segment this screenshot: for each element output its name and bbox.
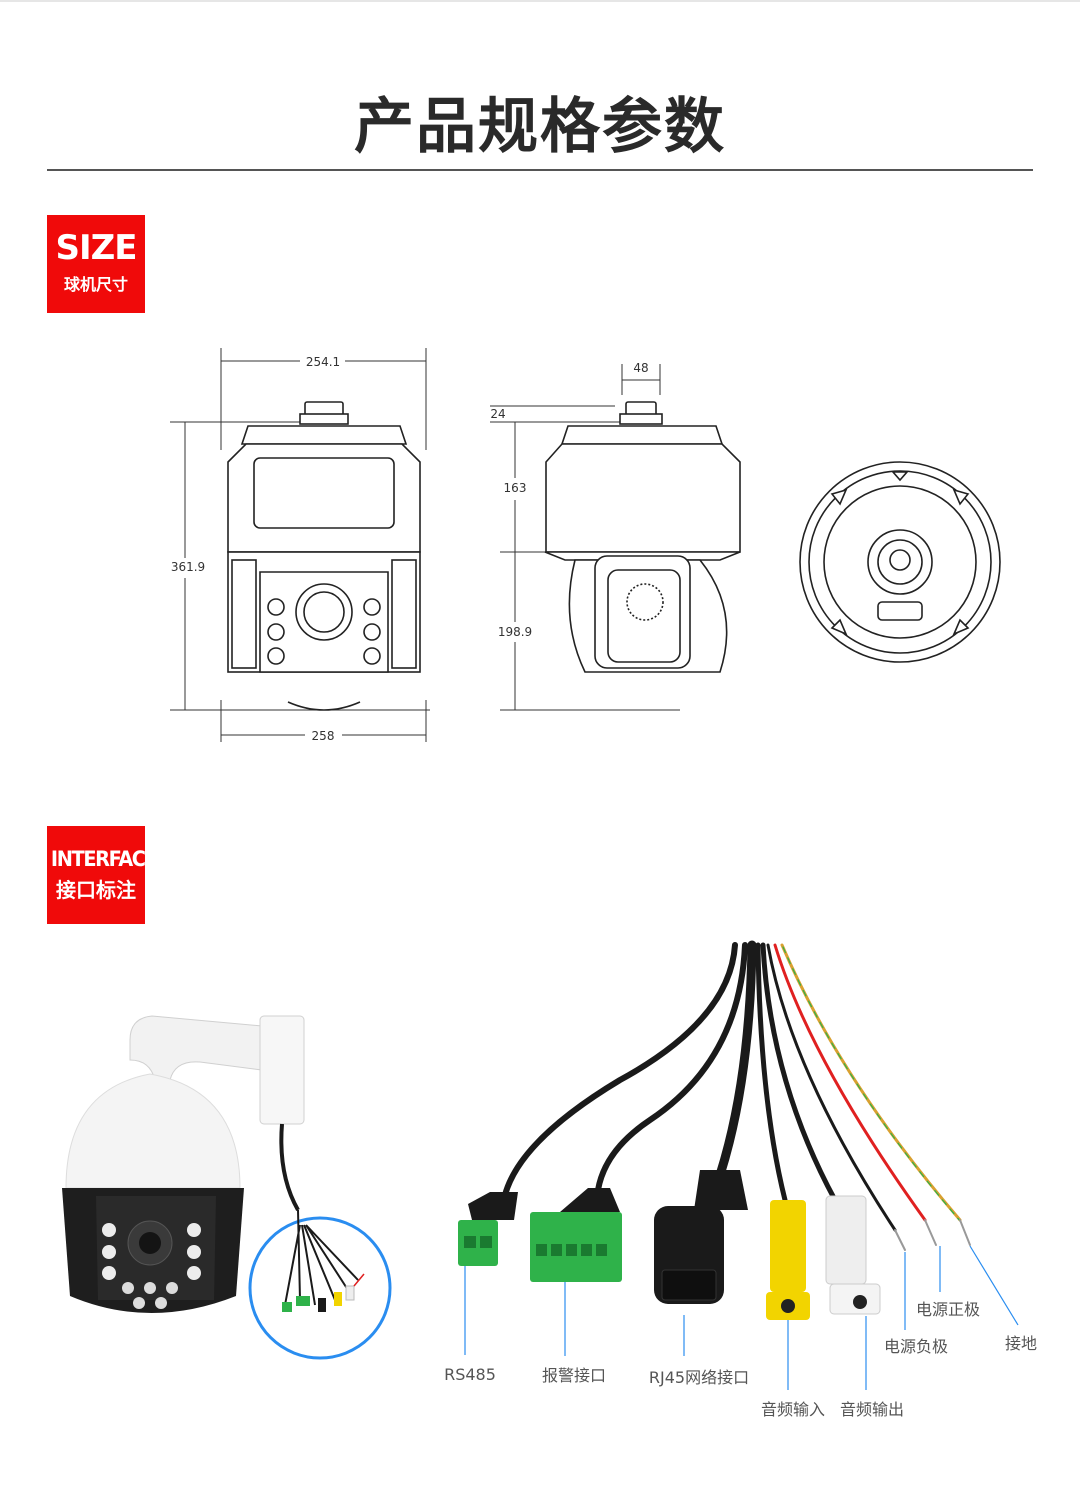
interface-section-badge: INTERFACE 接口标注 <box>47 826 158 924</box>
audio-out-connector <box>825 1195 881 1315</box>
camera-photo <box>62 1015 305 1313</box>
side-view <box>544 401 741 673</box>
rj45-connector <box>654 1170 748 1304</box>
interface-badge-english: INTERFACE <box>50 847 158 871</box>
dim-upper-height: 163 <box>504 481 527 495</box>
page-title: 产品规格参数 <box>354 92 726 162</box>
callout-lines <box>464 1245 1019 1390</box>
label-audio-out: 音频输出 <box>840 1400 904 1419</box>
dim-front-top-width: 254.1 <box>306 355 340 369</box>
rs485-connector <box>458 1192 518 1266</box>
label-rs485: RS485 <box>444 1365 496 1384</box>
label-audio-in: 音频输入 <box>761 1400 825 1419</box>
label-power-pos: 电源正极 <box>916 1300 980 1319</box>
size-badge-chinese: 球机尺寸 <box>63 275 128 294</box>
size-section-badge: SIZE 球机尺寸 <box>47 215 145 313</box>
top-rule <box>0 0 1080 2</box>
top-view <box>799 461 1001 663</box>
alarm-connector <box>530 1188 622 1282</box>
audio-in-connector <box>766 1200 810 1320</box>
front-view <box>227 401 421 711</box>
dim-front-height: 361.9 <box>171 560 205 574</box>
title-divider <box>47 169 1033 171</box>
cable-harness <box>502 940 971 1251</box>
dim-mount-width: 48 <box>633 361 648 375</box>
dim-lower-height: 198.9 <box>498 625 532 639</box>
dim-mount-height: 24 <box>490 407 505 421</box>
dim-front-bottom-width: 258 <box>312 729 335 743</box>
label-power-neg: 电源负极 <box>884 1337 948 1356</box>
label-alarm: 报警接口 <box>542 1366 606 1385</box>
label-ground: 接地 <box>1005 1334 1037 1353</box>
label-rj45: RJ45网络接口 <box>649 1368 749 1387</box>
cable-zoom-circle <box>248 1209 392 1360</box>
size-badge-english: SIZE <box>55 228 137 268</box>
interface-badge-chinese: 接口标注 <box>56 878 136 902</box>
